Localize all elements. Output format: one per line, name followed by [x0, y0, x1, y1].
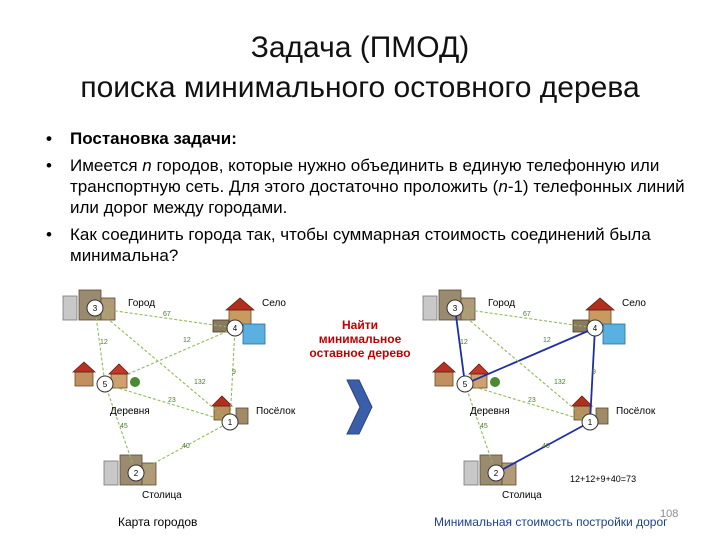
node-circle-2: [127, 464, 145, 482]
mst-total-cost: 12+12+9+40=73: [570, 474, 637, 484]
node-circle-4: [226, 319, 244, 337]
mst-edge-5-4: [464, 327, 596, 385]
node-number-2: 2: [134, 469, 139, 478]
road-edge-4-1: [229, 327, 236, 423]
edge-weight-4-1: 9: [592, 369, 596, 376]
city-name-1: Посёлок: [616, 406, 656, 417]
edge-weight-3-1: 132: [554, 379, 566, 386]
city-name-4: Село: [622, 298, 646, 309]
road-edge-5-2: [464, 383, 497, 474]
find-mst-label: Найти минимальное оставное дерево: [309, 318, 411, 360]
node-number-5: 5: [103, 380, 108, 389]
node-number-2: 2: [494, 469, 499, 478]
variable-n-2: n: [498, 177, 508, 196]
edge-weight-5-1: 23: [528, 397, 536, 404]
mst-edge-4-1: [589, 327, 596, 423]
building-icon-5: [71, 361, 140, 389]
node-number-4: 4: [233, 324, 238, 333]
edge-weight-2-1: 40: [542, 443, 550, 450]
caption-city-map: Карта городов: [118, 515, 198, 529]
edge-weight-3-4: 67: [163, 311, 171, 318]
edge-weight-4-1: 9: [232, 369, 236, 376]
road-edge-3-1: [94, 307, 231, 423]
node-number-1: 1: [588, 418, 593, 427]
node-circle-1: [581, 413, 599, 431]
node-circle-5: [96, 375, 114, 393]
road-edge-5-4: [104, 327, 236, 385]
building-icon-5: [431, 361, 500, 389]
edge-weight-3-1: 132: [194, 379, 206, 386]
city-name-3: Город: [488, 298, 515, 309]
road-edge-5-1: [104, 383, 231, 423]
edge-weight-5-2: 45: [120, 423, 128, 430]
chevron-right-icon: [346, 379, 373, 435]
city-name-2: Столица: [142, 490, 182, 501]
road-edge-2-1: [135, 421, 231, 474]
variable-n: n: [142, 156, 152, 175]
road-edge-3-4: [454, 307, 596, 329]
node-circle-1: [221, 413, 239, 431]
edge-weight-5-2: 45: [480, 423, 488, 430]
title-line-1: Задача (ПМОД): [250, 31, 470, 64]
bullet-problem-text-1: Имеется: [70, 156, 143, 175]
title-line-2: поиска минимального остовного дерева: [80, 71, 640, 104]
edge-weight-5-4: 12: [183, 337, 191, 344]
bullet-task-statement: Постановка задачи:: [46, 128, 696, 149]
node-circle-3: [446, 299, 464, 317]
road-edge-5-2: [104, 383, 137, 474]
node-number-4: 4: [593, 324, 598, 333]
road-edge-5-1: [464, 383, 591, 423]
node-number-3: 3: [93, 304, 98, 313]
edge-weight-3-5: 12: [460, 339, 468, 346]
node-circle-4: [586, 319, 604, 337]
city-name-2: Столица: [502, 490, 542, 501]
bullet-list: Постановка задачи: Имеется n городов, ко…: [46, 128, 696, 272]
road-edge-3-4: [94, 307, 236, 329]
edge-weight-2-1: 40: [182, 443, 190, 450]
edge-weight-3-4: 67: [523, 311, 531, 318]
city-name-4: Село: [262, 298, 286, 309]
bullet-problem-text-3: -1) телефонных линий или дорог между гор…: [70, 177, 685, 217]
edge-weight-5-1: 23: [168, 397, 176, 404]
edge-weight-3-5: 12: [100, 339, 108, 346]
page-number: 108: [660, 508, 679, 520]
bullet-problem-text-2: городов, которые нужно объединить в един…: [70, 156, 660, 196]
road-edge-3-5: [94, 307, 106, 385]
node-circle-2: [487, 464, 505, 482]
slide-title: Задача (ПМОД) поиска минимального остовн…: [0, 28, 720, 108]
road-edge-3-1: [454, 307, 591, 423]
mst-edge-2-1: [495, 421, 591, 474]
city-name-5: Деревня: [470, 406, 510, 417]
node-circle-5: [456, 375, 474, 393]
node-number-1: 1: [228, 418, 233, 427]
city-name-3: Город: [128, 298, 155, 309]
city-name-1: Посёлок: [256, 406, 296, 417]
mst-edge-3-5: [454, 307, 466, 385]
node-circle-3: [86, 299, 104, 317]
edge-weight-5-4: 12: [543, 337, 551, 344]
city-name-5: Деревня: [110, 406, 150, 417]
node-number-3: 3: [453, 304, 458, 313]
caption-min-cost: Минимальная стоимость постройки дорог: [434, 515, 668, 529]
bullet-question: Как соединить города так, чтобы суммарна…: [46, 224, 696, 266]
bullet-problem: Имеется n городов, которые нужно объедин…: [46, 155, 696, 218]
node-number-5: 5: [463, 380, 468, 389]
